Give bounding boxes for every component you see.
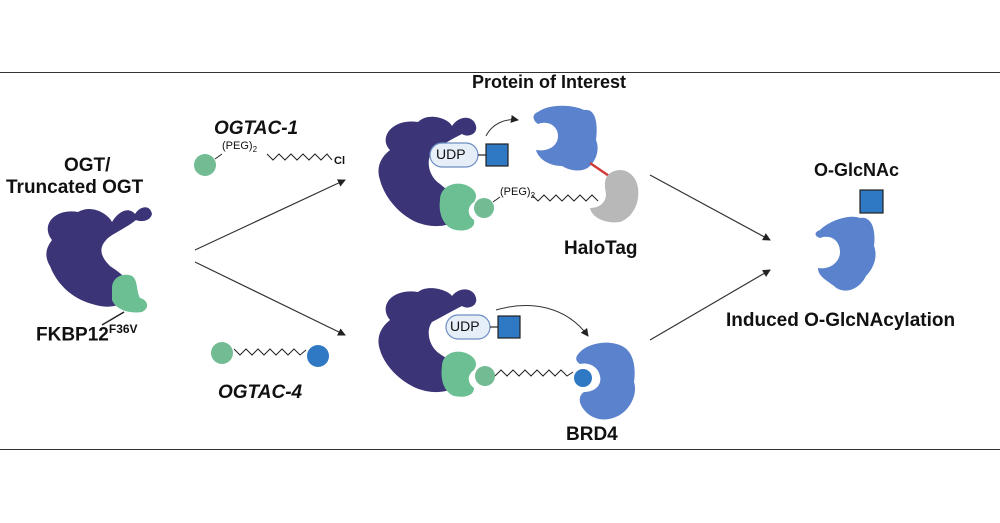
ogtac4-ligand-bound-blue	[572, 367, 594, 389]
chloride-label: Cl	[334, 155, 345, 167]
peg-label-ogtac1: (PEG)2	[222, 140, 257, 154]
arrow-to-ogtac1	[194, 179, 346, 251]
label-ogt: OGT/	[64, 155, 111, 176]
transfer-arrow-top	[485, 114, 519, 137]
label-ogtac1: OGTAC-1	[214, 118, 299, 139]
arrow-bottom-to-product	[649, 269, 771, 341]
o-glcnac-square	[859, 189, 884, 214]
label-halotag: HaloTag	[564, 238, 638, 259]
fkbp12-protein-bottom	[441, 351, 476, 397]
peg-text: (PEG)	[500, 186, 531, 198]
udp-glcnac-bottom	[445, 314, 521, 340]
protein-of-interest-top	[533, 105, 598, 171]
peg-subscript: 2	[252, 145, 258, 155]
label-brd4: BRD4	[566, 424, 618, 445]
ogtac4-ligand-bound-green	[475, 366, 495, 386]
peg-label-top-complex: (PEG)2	[500, 186, 535, 200]
fkbp12-protein-top	[439, 183, 476, 231]
ogtac1-linker-top	[531, 194, 599, 202]
label-truncated-ogt: Truncated OGT	[6, 177, 144, 198]
brd4-protein	[576, 342, 636, 420]
ogtac1-ligand-bound	[474, 198, 494, 218]
udp-label-bottom: UDP	[450, 318, 480, 334]
label-protein-of-interest: Protein of Interest	[472, 72, 627, 92]
top-divider	[0, 72, 1000, 73]
transfer-arrow-bottom	[495, 305, 589, 337]
label-induced-o-glcnacylation: Induced O-GlcNAcylation	[726, 310, 956, 331]
peg-subscript: 2	[530, 191, 536, 201]
udp-glcnac-top	[429, 142, 509, 168]
fkbp12-mutation: F36V	[108, 322, 138, 336]
o-glcnacylated-protein	[815, 216, 876, 291]
fkbp12-text: FKBP12	[36, 324, 109, 346]
peg-text: (PEG)	[222, 140, 253, 152]
arrow-to-ogtac4	[194, 261, 346, 336]
label-ogtac4: OGTAC-4	[218, 382, 303, 403]
bottom-divider	[0, 449, 1000, 450]
label-fkbp12: FKBP12F36V	[36, 322, 138, 346]
ogtac4-molecule	[211, 342, 329, 367]
ogtac1-molecule	[194, 153, 333, 176]
fkbp-pointer-line	[101, 311, 125, 326]
ogtac4-linker-bottom	[494, 369, 574, 377]
label-o-glcnac: O-GlcNAc	[814, 160, 900, 180]
udp-label-top: UDP	[436, 146, 466, 162]
halotag-protein	[590, 169, 639, 223]
fkbp12-protein-left	[112, 274, 148, 313]
arrow-top-to-product	[649, 174, 771, 241]
